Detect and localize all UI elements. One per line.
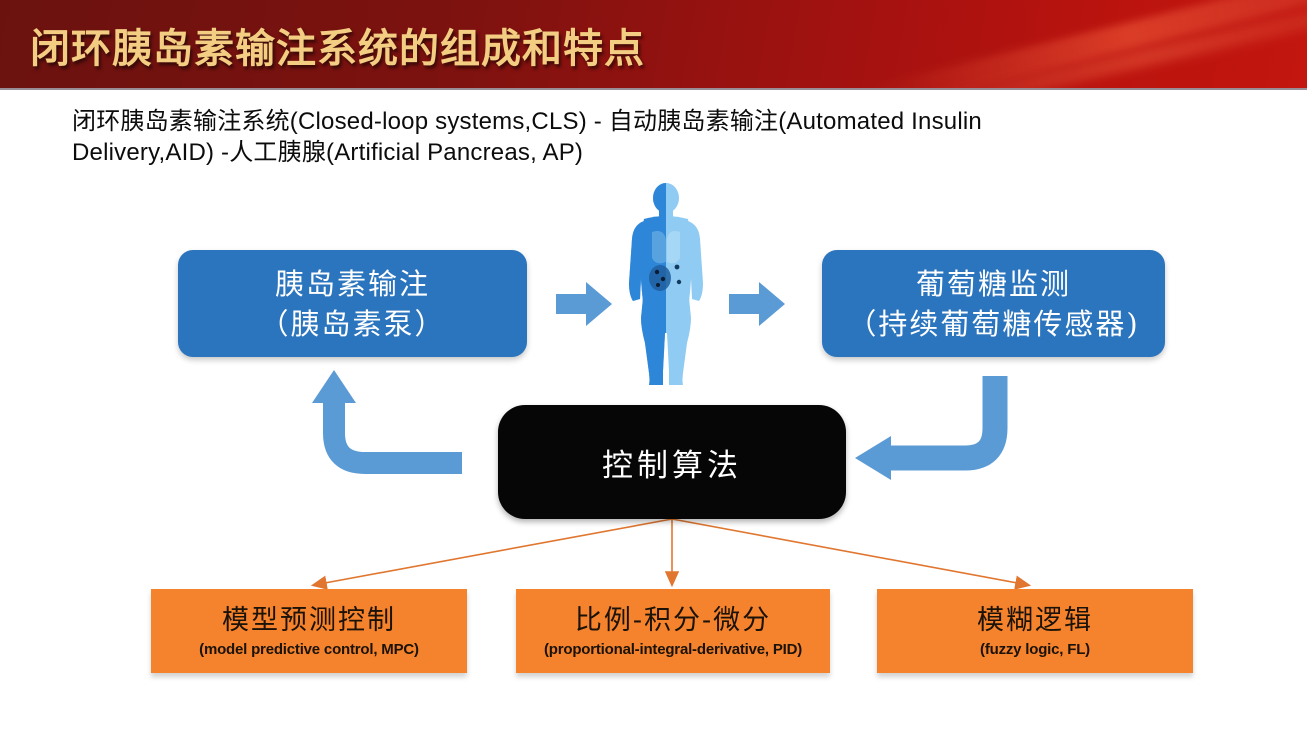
mpc-box: 模型预测控制 (model predictive control, MPC) bbox=[151, 589, 467, 673]
subtitle-line-1: 闭环胰岛素输注系统(Closed-loop systems,CLS) - 自动胰… bbox=[72, 108, 982, 135]
insulin-pump-sublabel: （胰岛素泵） bbox=[259, 306, 446, 341]
human-body-icon bbox=[629, 183, 703, 385]
mpc-label-en: (model predictive control, MPC) bbox=[199, 640, 419, 658]
right-arrow-icon bbox=[729, 282, 785, 326]
control-algorithm-label: 控制算法 bbox=[602, 447, 742, 484]
header-streak-decor bbox=[812, 0, 1307, 88]
fuzzy-logic-label-zh: 模糊逻辑 bbox=[977, 604, 1093, 636]
fuzzy-logic-box: 模糊逻辑 (fuzzy logic, FL) bbox=[877, 589, 1193, 673]
insulin-delivery-box: 胰岛素输注 （胰岛素泵） bbox=[178, 250, 527, 357]
cgm-sublabel: （持续葡萄糖传感器) bbox=[847, 306, 1140, 341]
control-algorithm-box: 控制算法 bbox=[498, 405, 846, 519]
pid-label-zh: 比例-积分-微分 bbox=[574, 604, 772, 636]
elbow-arrow-up-icon bbox=[312, 370, 462, 474]
subtitle-text: 闭环胰岛素输注系统(Closed-loop systems,CLS) - 自动胰… bbox=[72, 106, 982, 168]
elbow-arrow-left-icon bbox=[855, 376, 1008, 480]
pid-label-en: (proportional-integral-derivative, PID) bbox=[543, 640, 803, 658]
connector-arrows bbox=[310, 518, 1032, 590]
insulin-delivery-label: 胰岛素输注 bbox=[274, 266, 430, 301]
organs-decor bbox=[649, 231, 682, 291]
header-streak-decor bbox=[870, 0, 1307, 88]
title-bar: 闭环胰岛素输注系统的组成和特点 bbox=[0, 0, 1307, 90]
right-arrow-icon bbox=[556, 282, 612, 326]
glucose-monitoring-box: 葡萄糖监测 （持续葡萄糖传感器) bbox=[822, 250, 1165, 357]
glucose-monitoring-label: 葡萄糖监测 bbox=[915, 266, 1071, 301]
pid-box: 比例-积分-微分 (proportional-integral-derivati… bbox=[516, 589, 830, 673]
subtitle-line-2: Delivery,AID) -人工胰腺(Artificial Pancreas,… bbox=[72, 139, 584, 166]
page-title: 闭环胰岛素输注系统的组成和特点 bbox=[30, 27, 645, 71]
fuzzy-logic-label-en: (fuzzy logic, FL) bbox=[980, 640, 1090, 658]
mpc-label-zh: 模型预测控制 bbox=[222, 604, 396, 636]
